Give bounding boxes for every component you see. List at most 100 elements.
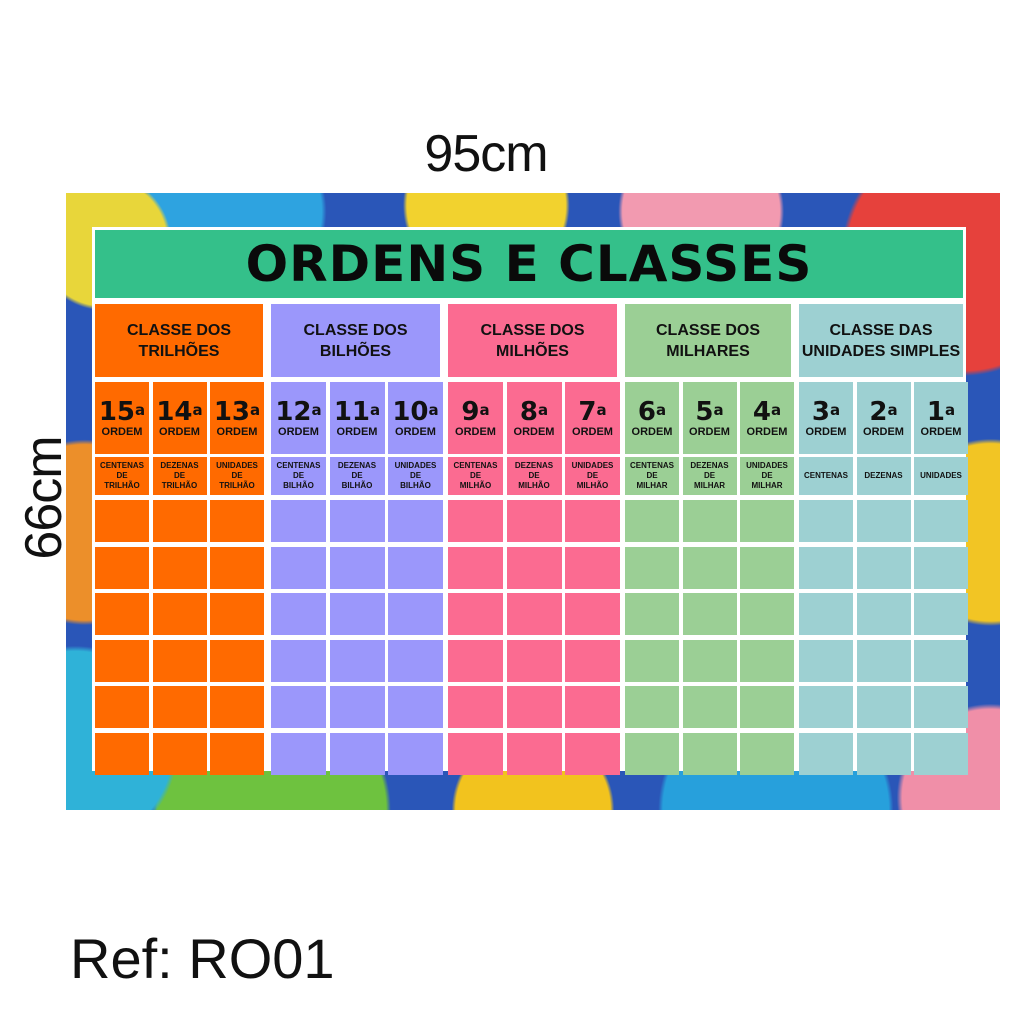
empty-grid-cell	[740, 500, 794, 542]
class-title-line: CLASSE DOS	[655, 321, 760, 339]
empty-grid-cell	[448, 500, 503, 542]
empty-grid-cell	[740, 639, 794, 682]
order-label-line: DE	[409, 471, 422, 480]
order-word: ORDEM	[631, 426, 673, 438]
order-number: 3a	[812, 398, 840, 426]
empty-grid-cell	[388, 639, 443, 682]
empty-grid-cell	[856, 732, 911, 775]
class-title-line: UNIDADES SIMPLES	[801, 342, 961, 360]
empty-grid-cell	[856, 639, 911, 682]
empty-grid-cell	[565, 639, 620, 682]
order-number-value: 3	[811, 397, 830, 427]
empty-grid-cell	[95, 593, 149, 635]
class-title-unidades: CLASSE DAS UNIDADES SIMPLES	[799, 304, 963, 377]
order-number: 2a	[869, 398, 897, 426]
order-number: 13a	[214, 398, 260, 426]
class-title-line: BILHÕES	[319, 342, 392, 360]
order-label-line: MILHAR	[636, 481, 668, 490]
empty-grid-cell	[271, 593, 326, 635]
empty-grid-cell	[625, 593, 679, 635]
order-label-line: DE	[173, 471, 186, 480]
order-label-line: DE	[469, 471, 482, 480]
empty-grid-cell	[740, 546, 794, 589]
empty-grid-cell	[329, 546, 385, 589]
order-number: 7a	[578, 398, 606, 426]
empty-grid-cell	[682, 500, 737, 542]
order-ordinal-suffix: a	[250, 401, 261, 419]
order-label-line: UNIDADES	[746, 461, 788, 470]
order-ordinal-suffix: a	[311, 401, 322, 419]
empty-grid-cell	[95, 500, 149, 542]
empty-grid-cell	[95, 546, 149, 589]
empty-grid-cell	[388, 686, 443, 728]
order-label-line: DE	[351, 471, 363, 480]
empty-grid-cell	[271, 732, 326, 775]
empty-grid-cell	[448, 546, 503, 589]
empty-grid-cell	[329, 732, 385, 775]
order-word: ORDEM	[572, 426, 613, 438]
empty-grid-cell	[210, 639, 264, 682]
class-title-line: CLASSE DOS	[480, 321, 585, 339]
empty-grid-cell	[152, 546, 207, 589]
empty-grid-cell	[506, 732, 562, 775]
order-label-line: BILHÃO	[341, 481, 373, 490]
empty-grid-cell	[506, 546, 562, 589]
order-number: 12a	[275, 398, 321, 426]
empty-grid-cell	[914, 546, 968, 589]
order-word: ORDEM	[689, 426, 730, 438]
empty-grid-cell	[388, 546, 443, 589]
empty-grid-cell	[152, 686, 207, 728]
empty-grid-cell	[152, 732, 207, 775]
order-label-line: UNIDADES	[394, 461, 437, 470]
order-number-value: 7	[578, 397, 597, 427]
order-number: 15a	[99, 398, 145, 426]
empty-grid-cell	[565, 546, 620, 589]
order-number: 5a	[695, 398, 723, 426]
empty-grid-cell	[210, 546, 264, 589]
empty-grid-cell	[682, 732, 737, 775]
order-label-line: DE	[231, 471, 243, 480]
empty-grid-cell	[682, 546, 737, 589]
order-word: ORDEM	[395, 426, 436, 438]
order-label-line: MILHÃO	[576, 481, 609, 490]
empty-grid-cell	[448, 593, 503, 635]
empty-grid-cell	[799, 546, 853, 589]
order-number-value: 9	[461, 397, 480, 427]
order-label-line: DE	[586, 471, 599, 480]
order-number-value: 4	[752, 397, 771, 427]
class-title-line: CLASSE DAS	[829, 321, 933, 339]
class-title-line: MILHARES	[666, 342, 750, 360]
order-label-line: MILHAR	[751, 481, 783, 490]
order-ordinal-suffix: a	[537, 401, 549, 419]
empty-grid-cell	[565, 500, 620, 542]
empty-grid-cell	[625, 686, 679, 728]
order-ordinal-suffix: a	[192, 401, 203, 419]
order-number: 1a	[927, 398, 955, 426]
order-label-line: DEZENAS	[160, 461, 199, 470]
order-number-value: 15	[98, 397, 136, 427]
empty-grid-cell	[506, 593, 562, 635]
empty-grid-cell	[152, 639, 207, 682]
order-number-value: 6	[637, 397, 656, 427]
order-number: 9a	[461, 398, 489, 426]
empty-grid-cell	[856, 546, 911, 589]
empty-grid-cell	[625, 500, 679, 542]
empty-grid-cell	[914, 500, 968, 542]
order-number-value: 2	[869, 397, 888, 427]
